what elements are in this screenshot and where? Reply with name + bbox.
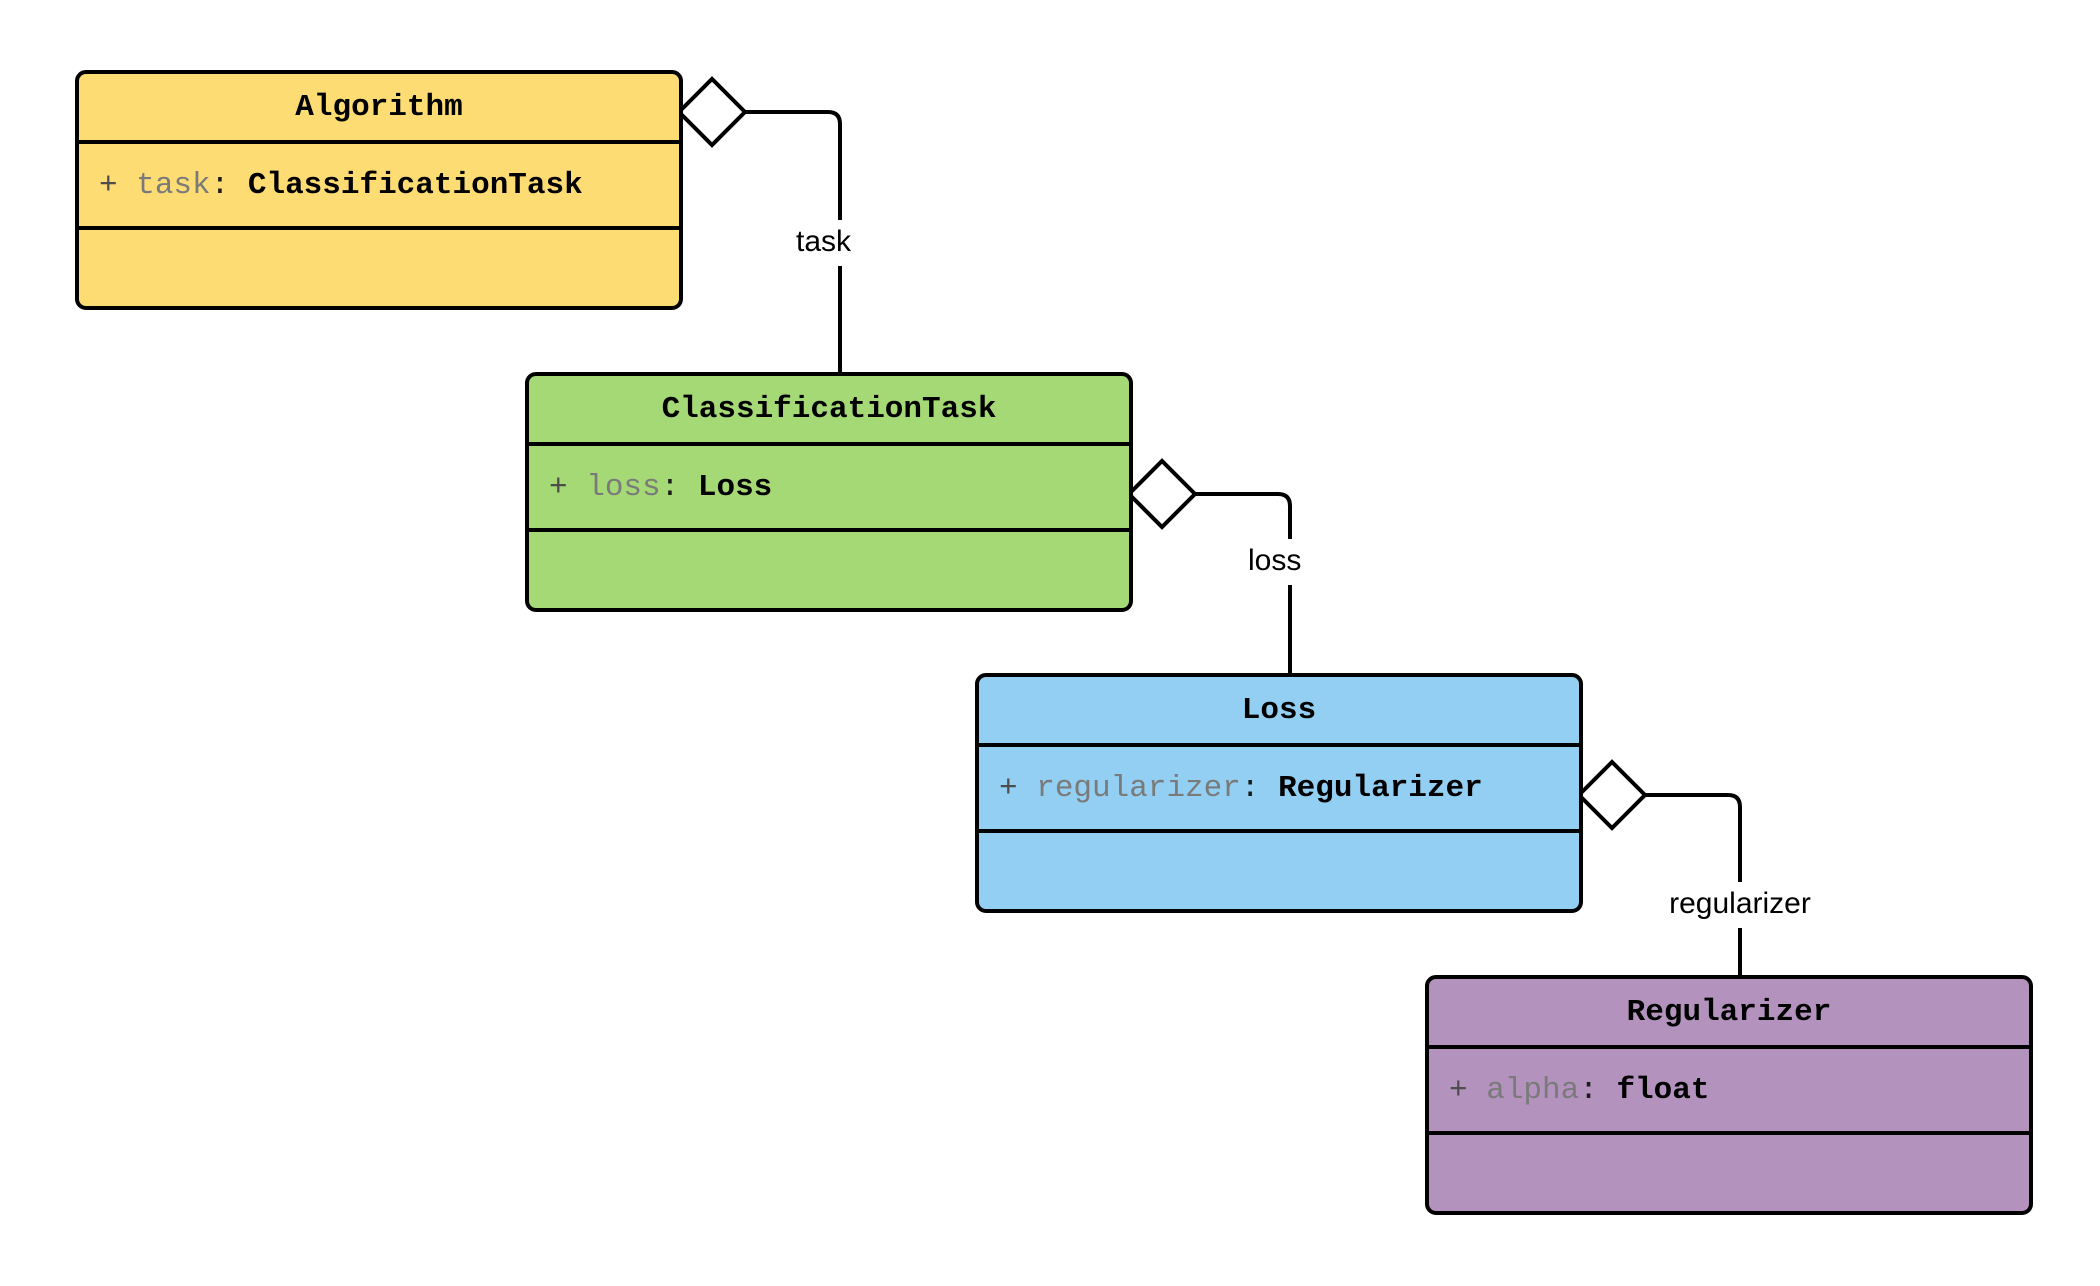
attribute-visibility: + [99, 167, 118, 203]
aggregation-diamond-icon [676, 76, 748, 148]
class-methods-compartment [1429, 1131, 2029, 1211]
attribute-separator: : [1579, 1072, 1598, 1108]
class-attributes-compartment: + loss: Loss [529, 442, 1129, 528]
attribute-separator: : [660, 469, 680, 505]
class-attribute: + task: ClassificationTask [99, 170, 583, 201]
class-methods-compartment [529, 528, 1129, 608]
attribute-type: Regularizer [1278, 770, 1483, 806]
attribute-separator: : [1240, 770, 1260, 806]
relation-task-loss[interactable]: loss [1126, 458, 1301, 673]
relation-line [1195, 492, 1292, 673]
relation-label-backdrop [1734, 882, 1746, 928]
attribute-name: loss [586, 469, 661, 505]
relation-label-backdrop [1284, 539, 1296, 585]
attribute-type: Loss [697, 469, 773, 505]
attribute-visibility: + [999, 770, 1018, 806]
attribute-visibility: + [1449, 1072, 1468, 1108]
uml-class-loss[interactable]: Loss + regularizer: Regularizer [975, 673, 1583, 913]
attribute-name: regularizer [1036, 770, 1241, 806]
relation-label: regularizer [1669, 887, 1811, 920]
class-name: Algorithm [295, 89, 463, 125]
uml-class-regularizer[interactable]: Regularizer + alpha: float [1425, 975, 2033, 1215]
class-name: ClassificationTask [661, 391, 997, 427]
attribute-visibility: + [549, 469, 568, 505]
class-title-compartment: Loss [979, 677, 1579, 743]
relation-line [1645, 793, 1742, 975]
aggregation-diamond-icon [1126, 458, 1198, 530]
relation-label: loss [1248, 544, 1301, 577]
class-attributes-compartment: + task: ClassificationTask [79, 140, 679, 226]
class-attribute: + regularizer: Regularizer [999, 773, 1483, 804]
uml-class-algorithm[interactable]: Algorithm + task: ClassificationTask [75, 70, 683, 310]
relation-line [745, 110, 842, 372]
class-attribute: + alpha: float [1449, 1075, 1709, 1106]
relation-algorithm-task[interactable]: task [676, 76, 852, 372]
aggregation-diamond-icon [1576, 759, 1648, 831]
uml-class-classification-task[interactable]: ClassificationTask + loss: Loss [525, 372, 1133, 612]
relation-label: task [796, 225, 852, 258]
class-methods-compartment [979, 829, 1579, 909]
relation-label-backdrop [834, 220, 846, 266]
attribute-type: float [1616, 1072, 1710, 1108]
class-title-compartment: Algorithm [79, 74, 679, 140]
relation-loss-regularizer[interactable]: regularizer [1576, 759, 1811, 975]
class-attributes-compartment: + regularizer: Regularizer [979, 743, 1579, 829]
class-title-compartment: ClassificationTask [529, 376, 1129, 442]
class-name: Loss [1241, 692, 1317, 728]
attribute-separator: : [210, 167, 230, 203]
attribute-name: alpha [1486, 1072, 1580, 1108]
class-attributes-compartment: + alpha: float [1429, 1045, 2029, 1131]
class-methods-compartment [79, 226, 679, 306]
attribute-name: task [136, 167, 211, 203]
class-title-compartment: Regularizer [1429, 979, 2029, 1045]
class-name: Regularizer [1626, 994, 1832, 1030]
class-attribute: + loss: Loss [549, 472, 772, 503]
attribute-type: ClassificationTask [247, 167, 583, 203]
